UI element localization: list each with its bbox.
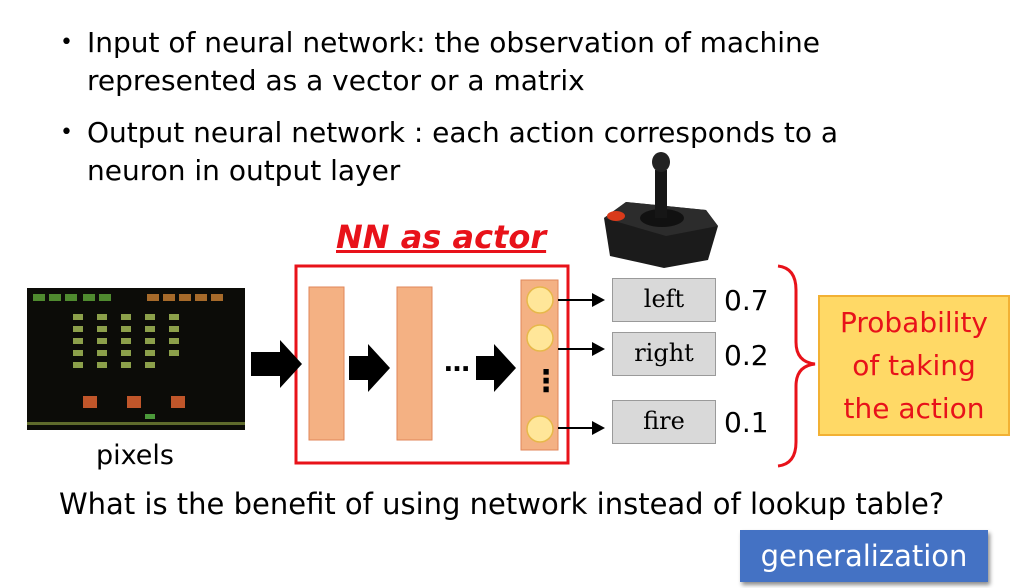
output-neuron-left — [526, 286, 554, 314]
joystick-icon — [604, 152, 718, 268]
answer-box: generalization — [740, 530, 988, 582]
bullet-symbol: • — [60, 120, 73, 145]
prob-right: 0.2 — [724, 339, 769, 372]
hidden-layer-1 — [308, 286, 345, 441]
input-label: pixels — [96, 440, 174, 471]
arrow-right-action — [592, 342, 605, 356]
prob-box-line1: Probability — [839, 306, 988, 339]
output-neuron-fire — [526, 415, 554, 443]
probability-box: Probability of taking the action — [818, 295, 1010, 436]
prob-box-line2: of taking — [852, 349, 976, 382]
brace — [777, 264, 816, 468]
arrow-left-action — [592, 293, 605, 307]
nn-title: NN as actor — [336, 218, 547, 256]
bullet-2-line1: Output neural network : each action corr… — [87, 116, 839, 149]
hidden-layer-2 — [396, 286, 433, 441]
question-text: What is the benefit of using network ins… — [59, 487, 945, 521]
prob-fire: 0.1 — [724, 406, 769, 439]
arrow-layer-2 — [476, 344, 516, 392]
output-neuron-right — [526, 324, 554, 352]
arrow-input — [251, 340, 302, 388]
bullet-symbol: • — [60, 30, 73, 55]
bullet-2-line2: neuron in output layer — [87, 154, 401, 187]
neuron-vertical-dots: ⋮ — [531, 364, 561, 399]
prob-left: 0.7 — [724, 284, 769, 317]
bullet-1-line2: represented as a vector or a matrix — [87, 64, 585, 97]
space-invaders-screen — [27, 288, 245, 430]
bullet-1-line1: Input of neural network: the observation… — [87, 26, 820, 59]
arrow-layer-1 — [349, 344, 390, 392]
prob-box-line3: the action — [843, 392, 985, 425]
arrow-fire-action — [592, 421, 605, 435]
action-box-right: right — [612, 332, 716, 376]
action-box-fire: fire — [612, 400, 716, 444]
action-box-left: left — [612, 278, 716, 322]
layer-ellipsis: … — [444, 348, 470, 378]
